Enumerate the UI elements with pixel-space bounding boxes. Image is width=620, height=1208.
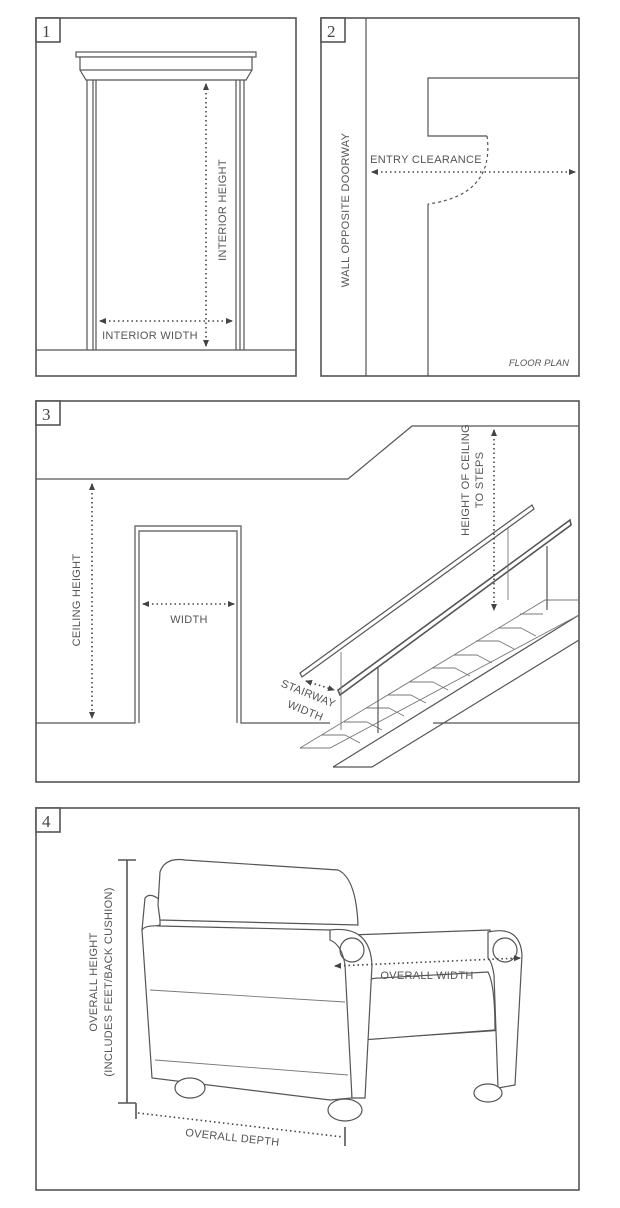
ceiling-to-steps-label-2: TO STEPS (474, 452, 486, 509)
floor-plan-label: FLOOR PLAN (509, 358, 569, 369)
overall-height-label-1: OVERALL HEIGHT (88, 932, 100, 1031)
panel-number-box (35, 17, 61, 43)
chair-foot (327, 1098, 363, 1122)
door-frame (36, 51, 296, 351)
panel-number-box (320, 17, 346, 43)
panel-number: 3 (42, 405, 51, 424)
panel-number: 2 (327, 22, 336, 41)
panel-1-doorway: 1 INTERIOR WIDTH INTERIOR HEIGHT (35, 17, 297, 377)
stairway-width-arrow (305, 679, 335, 692)
panel-number: 4 (42, 812, 51, 831)
ceiling-to-steps-label-1: HEIGHT OF CEILING (460, 424, 472, 536)
panel-number-box (35, 400, 61, 426)
chair-front (141, 925, 353, 1101)
overall-width-label: OVERALL WIDTH (380, 970, 473, 982)
chair-foot (174, 1077, 206, 1099)
overall-height-label-2: (INCLUDES FEET/BACK CUSHION) (103, 887, 115, 1076)
wall-opposite-label: WALL OPPOSITE DOORWAY (340, 132, 352, 287)
panel-2-floor-plan: 2 ENTRY CLEARANCE WALL OPPOSITE DOORWAY … (320, 17, 580, 377)
seat-cushion (359, 971, 496, 1041)
back-cushion (157, 858, 359, 926)
panel-4-chair: 4 OVERALL HEIGHT (INCLUDES FEET/BACK CUS… (35, 807, 580, 1191)
panel-number-box (35, 807, 61, 833)
staircase (299, 504, 580, 768)
panel-number: 1 (42, 22, 51, 41)
door-swing-arc (427, 135, 489, 205)
ceiling-line (36, 425, 579, 480)
overall-height-bar (118, 859, 136, 1104)
overall-width-arrow (334, 955, 521, 969)
interior-width-label: INTERIOR WIDTH (102, 330, 198, 342)
ceiling-height-label: CEILING HEIGHT (71, 554, 83, 647)
entry-clearance-label: ENTRY CLEARANCE (370, 154, 482, 166)
interior-height-label: INTERIOR HEIGHT (217, 159, 229, 261)
chair-foot (473, 1083, 503, 1103)
doorway-wall (427, 77, 579, 137)
overall-depth-line (137, 1112, 344, 1138)
floor-and-door (36, 525, 579, 724)
panel-3-stairway: 3 CEILING HEIGHT WIDTH HEIGHT OF CEILING… (35, 400, 580, 783)
outer-handrail (299, 504, 535, 678)
door-width-label: WIDTH (170, 614, 208, 626)
